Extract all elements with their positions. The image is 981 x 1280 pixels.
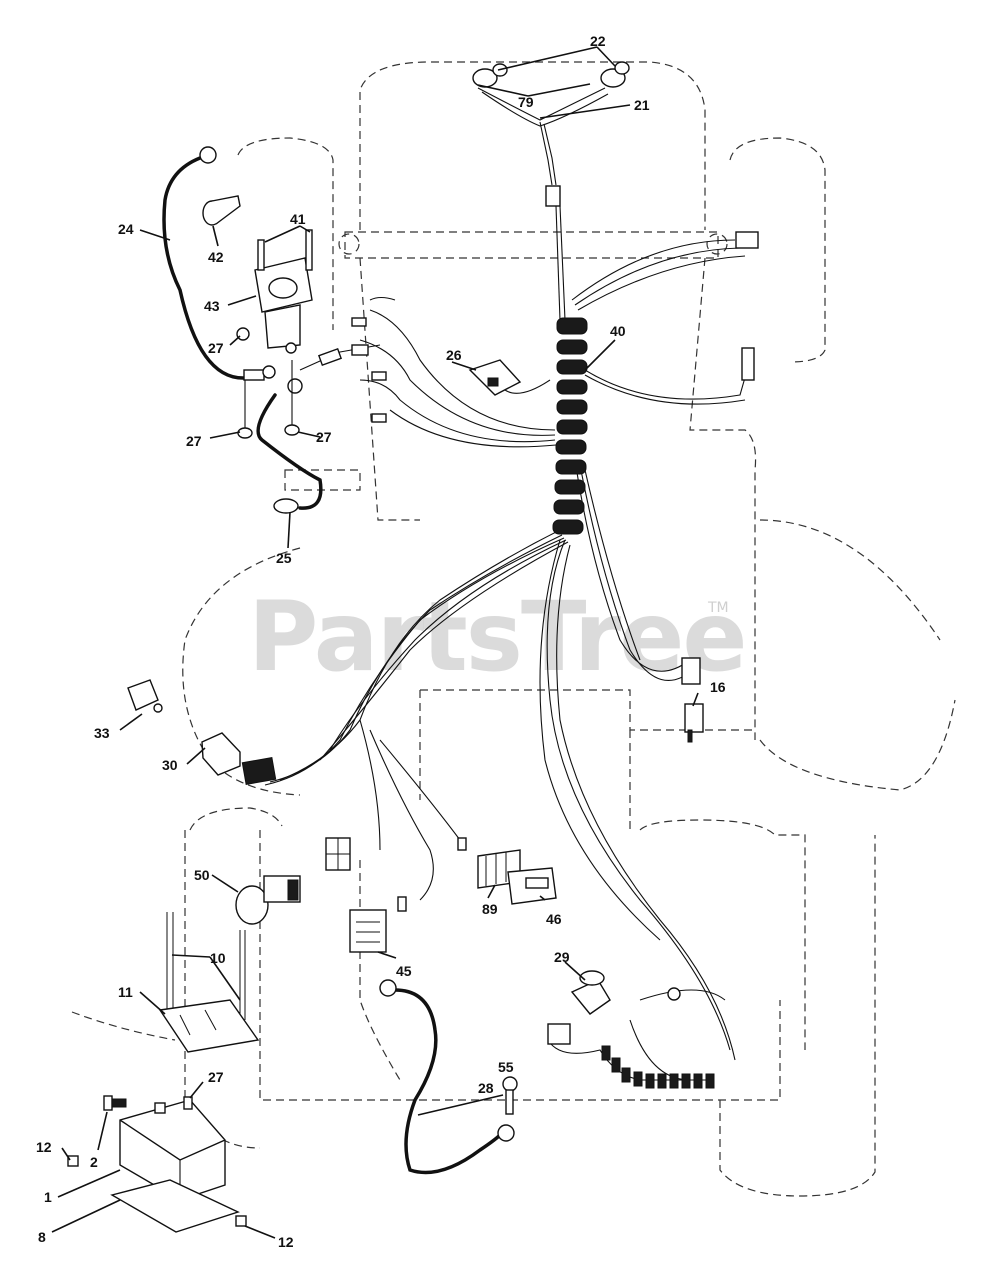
relay-26: [468, 359, 522, 396]
callout-10: 10: [210, 950, 226, 966]
bolt-55: [502, 1076, 518, 1115]
callout-40: 40: [610, 323, 626, 339]
hold-down-rods: [166, 912, 246, 1020]
callout-55: 55: [498, 1059, 514, 1075]
cable-28: [379, 979, 515, 1175]
callout-50: 50: [194, 867, 210, 883]
callout-89: 89: [482, 901, 498, 917]
callout-22: 22: [590, 33, 606, 49]
switch-16: [681, 657, 704, 743]
callout-24: 24: [118, 221, 134, 237]
fuse-holder: [299, 296, 396, 423]
callout-28: 28: [478, 1080, 494, 1096]
callout-27-upper: 27: [208, 340, 224, 356]
callout-27-left: 27: [186, 433, 202, 449]
callout-2: 2: [90, 1154, 98, 1170]
callout-45: 45: [396, 963, 412, 979]
harness-loom: [552, 317, 588, 535]
callout-30: 30: [162, 757, 178, 773]
callout-25: 25: [276, 550, 292, 566]
callout-12-left: 12: [36, 1139, 52, 1155]
terminal-boot: [202, 195, 241, 226]
callout-labels: 22 79 21 24 41 42 43 27 27 27 25 40 26 1…: [36, 33, 726, 1250]
switch-50: [235, 875, 301, 925]
callout-42: 42: [208, 249, 224, 265]
callout-11: 11: [118, 984, 133, 1000]
solenoid-washers: [237, 360, 300, 439]
callout-26: 26: [446, 347, 462, 363]
callout-43: 43: [204, 298, 220, 314]
wire-terminal: [397, 837, 467, 912]
partstree-watermark: PartsTree: [248, 581, 745, 693]
main-wire-harness: [264, 205, 751, 1081]
ground-cable-25: [256, 378, 323, 514]
ignition-key: [127, 679, 163, 713]
callout-29: 29: [554, 949, 570, 965]
callout-8: 8: [38, 1229, 46, 1245]
battery: [119, 1096, 226, 1201]
leader-lines: [51, 46, 699, 1239]
callout-79: 79: [518, 94, 534, 110]
callout-21: 21: [634, 97, 650, 113]
coiled-harness: [547, 987, 715, 1089]
starter-solenoid: [236, 229, 313, 354]
callout-41: 41: [290, 211, 306, 227]
callout-33: 33: [94, 725, 110, 741]
battery-cable-24: [162, 146, 276, 381]
ignition-switch: [201, 732, 277, 786]
solenoid-29: [570, 970, 611, 1015]
battery-tray: [110, 1179, 240, 1233]
battery-nuts: [67, 1155, 247, 1227]
center-plug: [325, 837, 351, 871]
headlight-harness: [472, 61, 630, 207]
callout-27-battery: 27: [208, 1069, 224, 1085]
module-45: [349, 909, 387, 953]
callout-16: 16: [710, 679, 726, 695]
hold-down-bracket: [158, 999, 260, 1053]
callout-27-right: 27: [316, 429, 332, 445]
trademark-mark: TM: [707, 600, 729, 616]
callout-1: 1: [44, 1189, 52, 1205]
callout-46: 46: [546, 911, 562, 927]
right-connectors: [735, 231, 759, 381]
connector-46: [507, 867, 557, 905]
callout-12-bottom: 12: [278, 1234, 294, 1250]
battery-bolt: [103, 1095, 127, 1111]
